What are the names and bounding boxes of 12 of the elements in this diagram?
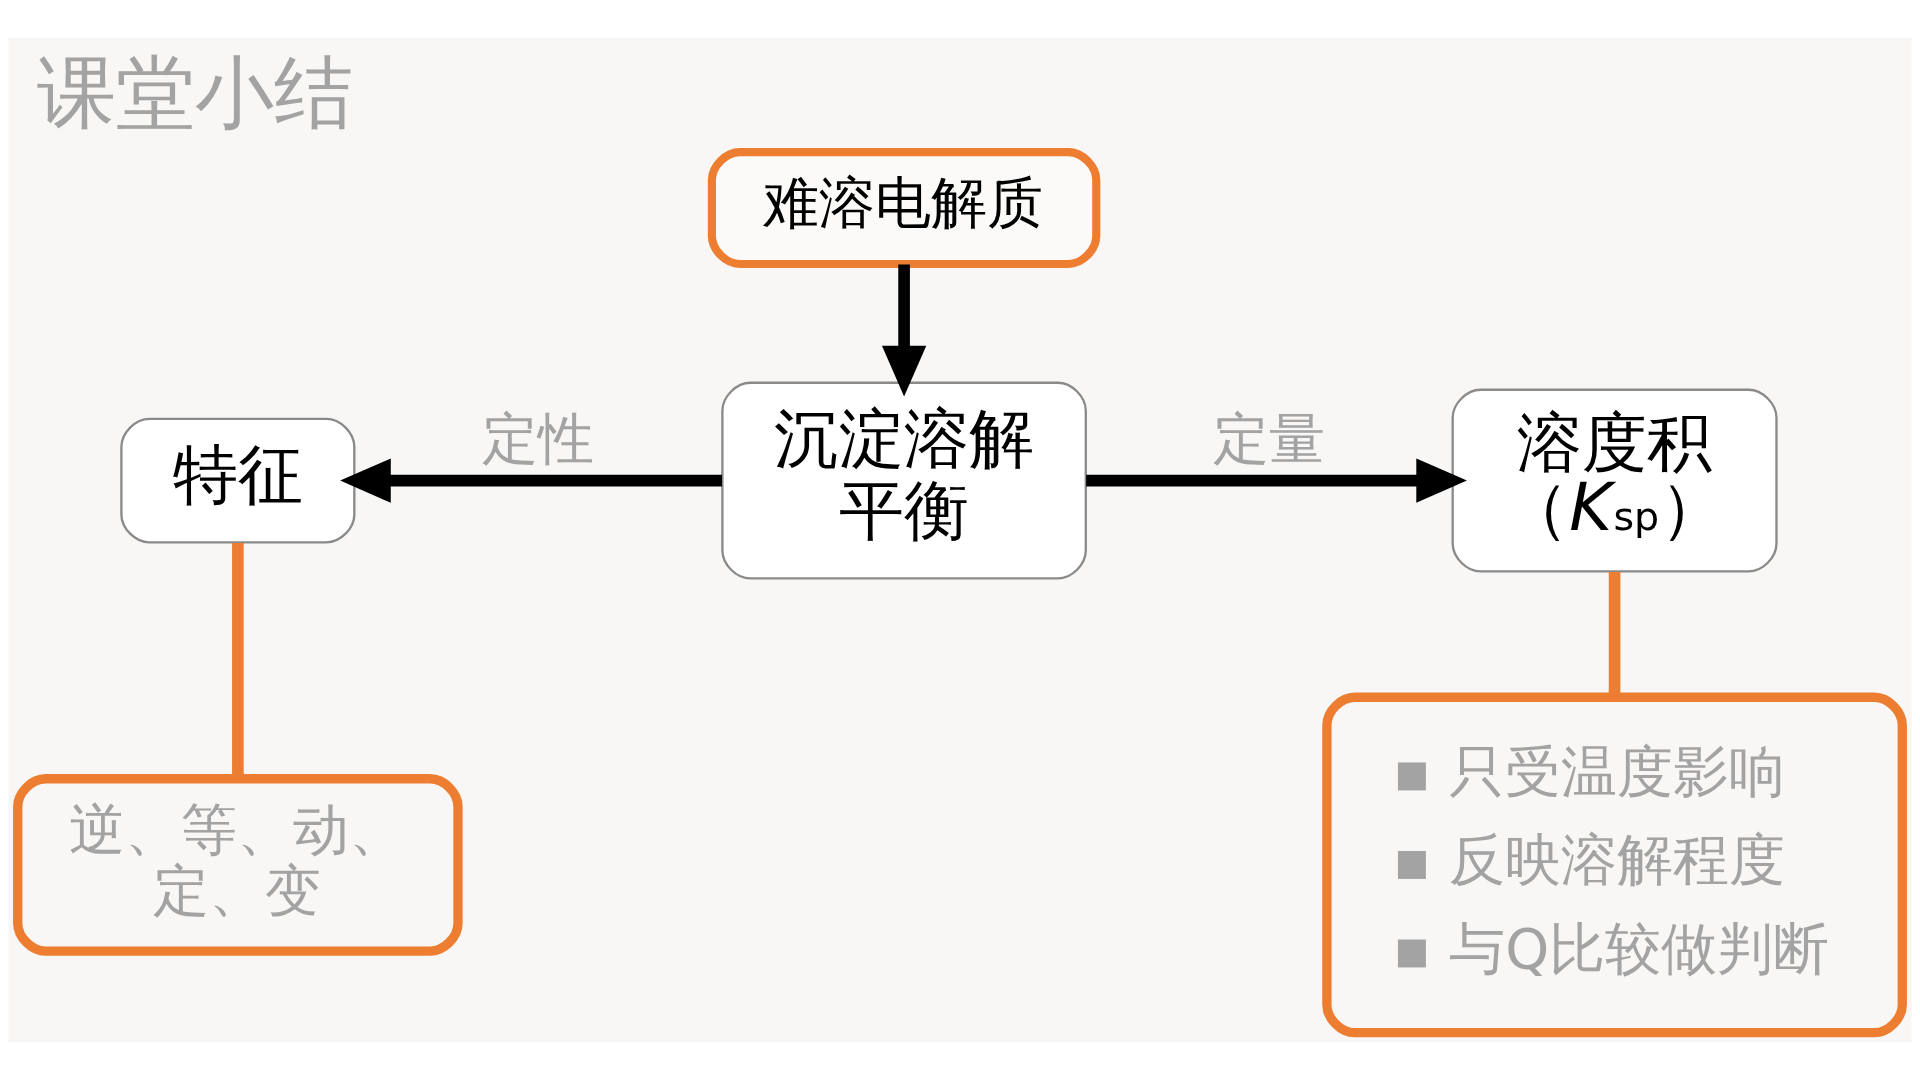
node-box: 沉淀溶解平衡 — [721, 381, 1087, 580]
node-box: 只受温度影响 反映溶解程度 与Q比较做判断 — [1322, 692, 1907, 1038]
edge-label: 定性 — [482, 405, 595, 471]
arrow — [881, 264, 927, 397]
node-box: 难溶电解质 — [707, 148, 1101, 269]
arrow — [340, 458, 722, 503]
diagram-title: 课堂小结 — [36, 46, 353, 139]
arrow — [1086, 458, 1467, 503]
edge-label: 定量 — [1213, 405, 1326, 471]
node-box: 溶度积（Ksp） — [1451, 388, 1778, 573]
node-box: 逆、等、动、定、变 — [13, 774, 463, 956]
node-box: 特征 — [120, 417, 356, 544]
